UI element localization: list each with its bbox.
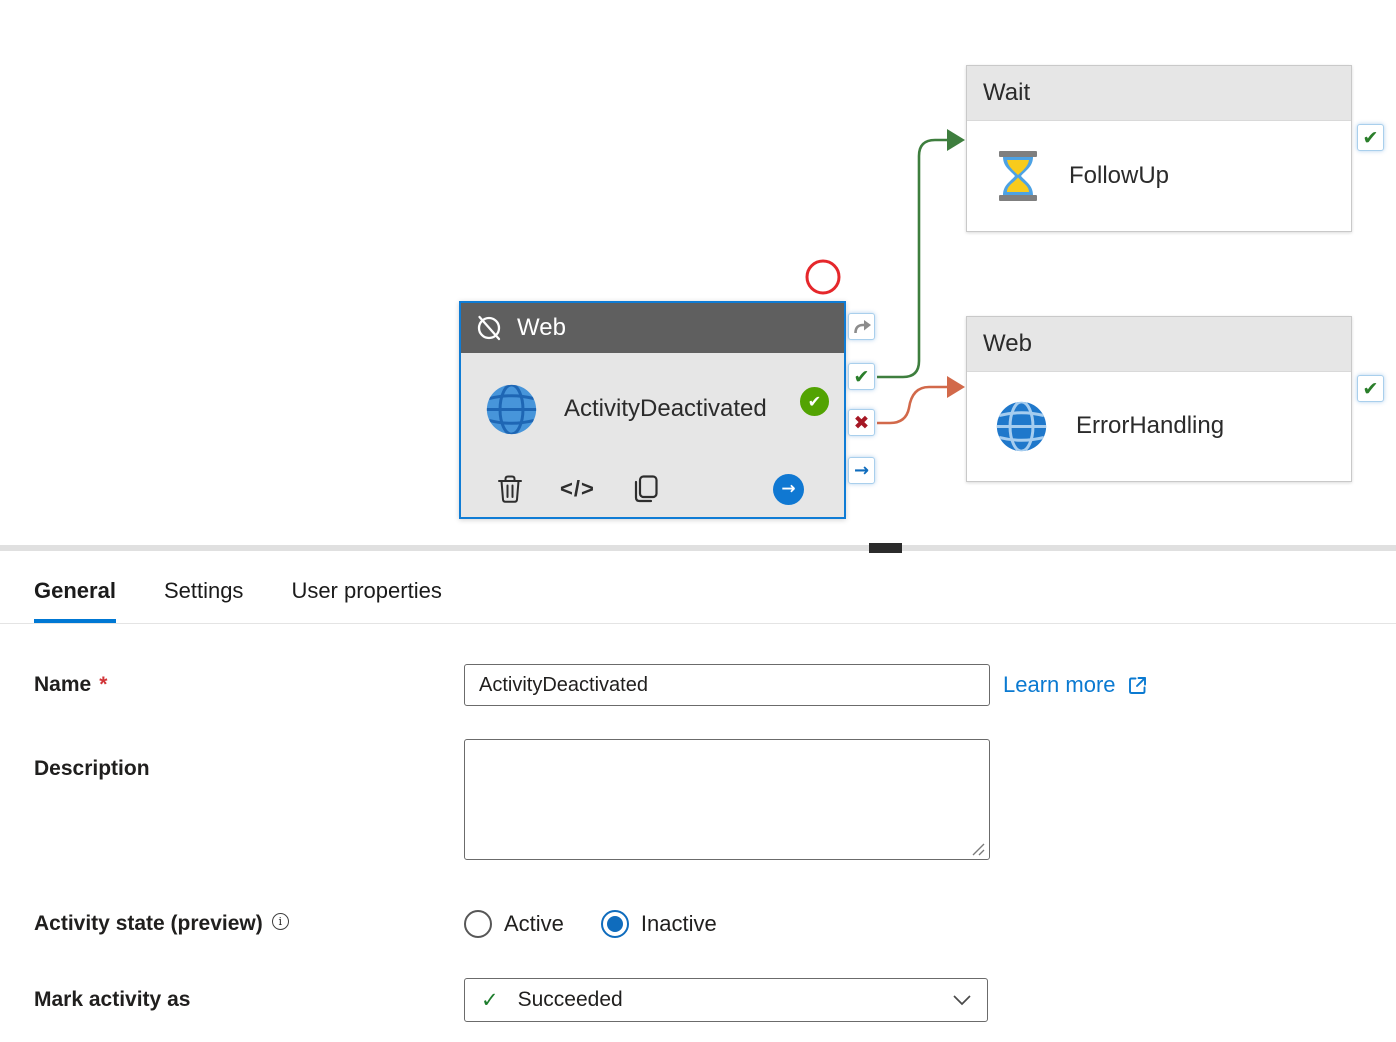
tab-user-properties[interactable]: User properties xyxy=(291,578,442,603)
view-code-button[interactable]: </> xyxy=(560,476,595,502)
delete-activity-button[interactable] xyxy=(497,474,523,504)
activity-state-radio-group: Active Inactive xyxy=(464,910,717,938)
external-link-icon xyxy=(1128,676,1146,694)
trash-icon xyxy=(498,475,522,503)
success-check-icon: ✔ xyxy=(1362,377,1379,400)
clone-activity-button[interactable] xyxy=(632,474,660,504)
success-check-icon: ✔ xyxy=(1362,126,1379,149)
port-wait-success[interactable]: ✔ xyxy=(1357,124,1384,151)
failure-cross-icon: ✖ xyxy=(853,411,870,434)
activity-node-main-header: Web xyxy=(461,303,844,353)
tab-general[interactable]: General xyxy=(34,578,116,623)
failure-edge-arrowhead xyxy=(947,376,965,398)
required-asterisk: * xyxy=(99,673,108,696)
radio-inactive[interactable]: Inactive xyxy=(600,910,717,938)
radio-inactive-label: Inactive xyxy=(640,911,717,936)
web-globe-icon xyxy=(486,384,537,434)
chevron-down-icon xyxy=(953,994,971,1006)
copy-icon xyxy=(634,475,658,503)
succeeded-check-icon: ✓ xyxy=(481,988,499,1012)
mark-activity-dropdown[interactable]: ✓ Succeeded xyxy=(464,978,988,1022)
errorhandling-node-body: ErrorHandling xyxy=(967,372,1351,480)
wait-node-body: FollowUp xyxy=(967,121,1351,230)
radio-inactive-circle[interactable] xyxy=(600,910,629,938)
learn-more-link[interactable]: Learn more xyxy=(1003,672,1149,698)
skip-arrow-icon xyxy=(853,320,871,334)
wait-node-header: Wait xyxy=(967,66,1351,121)
activity-node-wait[interactable]: Wait FollowUp xyxy=(966,65,1352,232)
hourglass-icon xyxy=(999,150,1037,201)
unattached-port-circle xyxy=(805,259,841,295)
activity-node-main[interactable]: Web ActivityDeactivated ✔ xyxy=(459,301,846,519)
success-edge xyxy=(877,138,947,379)
radio-active-circle[interactable] xyxy=(464,910,492,938)
description-label: Description xyxy=(34,757,150,780)
wait-name-label: FollowUp xyxy=(1069,161,1170,189)
success-check-icon: ✔ xyxy=(853,365,870,388)
mark-activity-row: Mark activity as ✓ Succeeded xyxy=(34,978,1396,1022)
activity-node-main-body: ActivityDeactivated ✔ xyxy=(461,353,844,465)
pipeline-canvas[interactable]: Web ActivityDeactivated ✔ xyxy=(0,0,1396,553)
wait-type-label: Wait xyxy=(983,79,1031,106)
port-skip[interactable] xyxy=(848,313,875,340)
activity-state-row: Activity state (preview) i Active Inacti… xyxy=(34,910,1396,938)
mark-activity-value: Succeeded xyxy=(517,988,623,1011)
port-success[interactable]: ✔ xyxy=(848,363,875,390)
success-status-badge-icon: ✔ xyxy=(798,385,831,418)
errorhandling-type-label: Web xyxy=(983,330,1032,357)
success-edge-arrowhead xyxy=(947,129,965,151)
panel-divider xyxy=(0,545,1396,551)
port-errorhandling-success[interactable]: ✔ xyxy=(1357,375,1384,402)
activity-type-label: Web xyxy=(517,314,566,341)
activity-toolbar: </> → xyxy=(461,465,844,521)
activity-name-label: ActivityDeactivated xyxy=(564,395,767,422)
deactivated-icon xyxy=(477,315,501,341)
general-form: Name * Learn more Description xyxy=(0,664,1396,1022)
name-input[interactable] xyxy=(464,664,990,706)
info-icon[interactable]: i xyxy=(271,913,289,930)
activity-state-label: Activity state (preview) i xyxy=(34,912,464,936)
code-icon: </> xyxy=(560,476,595,501)
errorhandling-name-label: ErrorHandling xyxy=(1076,412,1225,439)
activity-node-errorhandling[interactable]: Web ErrorHandling xyxy=(966,316,1352,482)
name-row: Name * Learn more xyxy=(34,664,1396,706)
failure-edge xyxy=(877,385,947,425)
add-output-button[interactable]: → xyxy=(773,473,804,505)
radio-active-label: Active xyxy=(504,911,564,936)
panel-resize-handle[interactable] xyxy=(869,543,902,553)
errorhandling-node-header: Web xyxy=(967,317,1351,372)
radio-active[interactable]: Active xyxy=(464,910,564,938)
port-completion[interactable]: → xyxy=(848,457,875,484)
description-row: Description xyxy=(34,739,1396,865)
properties-panel: General Settings User properties Name * … xyxy=(0,551,1396,1022)
port-failure[interactable]: ✖ xyxy=(848,409,875,436)
completion-arrow-icon: → xyxy=(853,460,870,481)
tab-settings[interactable]: Settings xyxy=(163,578,244,603)
web-globe-icon xyxy=(996,401,1047,451)
description-textarea[interactable] xyxy=(464,739,990,860)
forward-arrow-icon: → xyxy=(781,479,796,499)
mark-activity-label: Mark activity as xyxy=(34,988,191,1011)
panel-tabs: General Settings User properties xyxy=(0,551,1396,624)
name-label: Name * xyxy=(34,673,108,696)
